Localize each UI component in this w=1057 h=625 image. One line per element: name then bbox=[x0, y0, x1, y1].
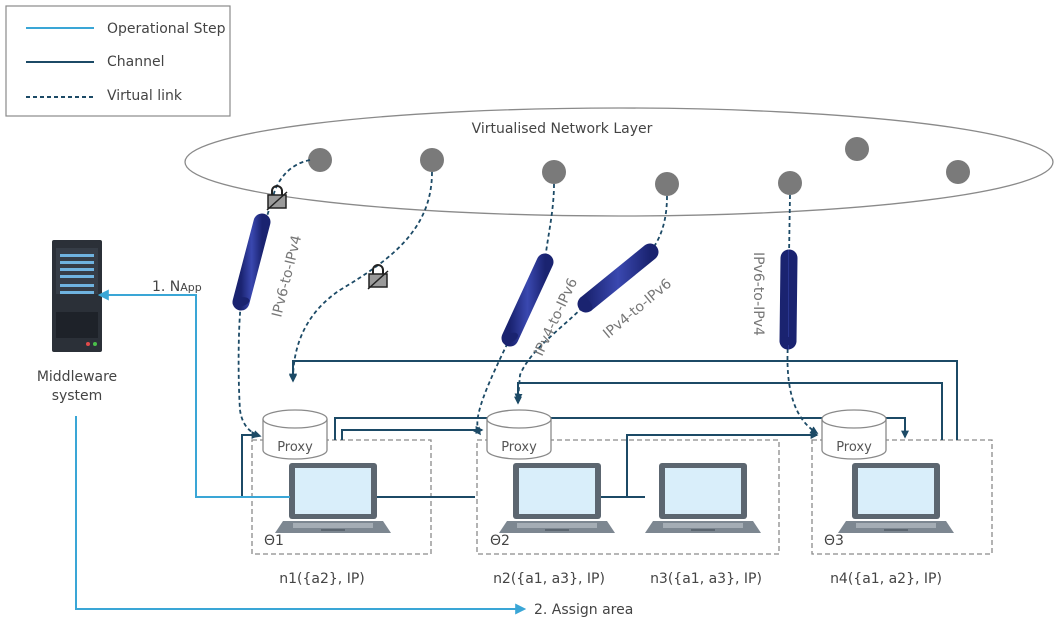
laptop-icon-n4 bbox=[838, 463, 954, 533]
node-label-n4: n4({a1, a2}, IP) bbox=[830, 571, 942, 587]
tunnel-end-cap bbox=[779, 337, 797, 345]
operational-steps: 1. NApp 2. Assign area bbox=[75, 279, 633, 618]
tunnel-tube bbox=[577, 243, 659, 313]
virtual-node bbox=[946, 160, 970, 184]
node-label-n3: n3({a1, a3}, IP) bbox=[650, 571, 762, 587]
virtual-link-2 bbox=[289, 171, 433, 382]
node-label-n1: n1({a2}, IP) bbox=[279, 571, 364, 587]
virtual-node bbox=[542, 160, 566, 184]
virtual-node bbox=[655, 172, 679, 196]
area-box-theta3 bbox=[811, 439, 993, 555]
laptop-icon-n1 bbox=[275, 463, 391, 533]
legend-channel-label: Channel bbox=[107, 54, 164, 70]
proxy-1: Proxy bbox=[262, 409, 328, 460]
proxy-3: Proxy bbox=[821, 409, 887, 460]
tunnel-label: IPv6-to-IPv4 bbox=[750, 252, 766, 336]
legend: Operational Step Channel Virtual link bbox=[5, 5, 231, 117]
step1-arrow bbox=[97, 289, 290, 498]
proxy-2: Proxy bbox=[486, 409, 552, 460]
tunnel-tube bbox=[232, 213, 271, 311]
area-label-theta1: Θ1 bbox=[264, 533, 284, 549]
proxy-label: Proxy bbox=[836, 440, 872, 455]
virtual-node bbox=[308, 148, 332, 172]
network-layer-title: Virtualised Network Layer bbox=[472, 121, 653, 137]
tunnel-tube bbox=[501, 253, 554, 347]
area-label-theta2: Θ2 bbox=[490, 533, 510, 549]
tunnel-label: IPv6-to-IPv4 bbox=[269, 234, 305, 319]
server-icon bbox=[52, 240, 102, 352]
legend-virtual-link-label: Virtual link bbox=[107, 88, 183, 104]
tunnel-ipv6-to-ipv4-right: IPv6-to-IPv4 bbox=[750, 249, 798, 350]
virtualised-network-layer: Virtualised Network Layer bbox=[184, 107, 1054, 217]
middleware-label-line1: Middleware bbox=[37, 369, 117, 385]
area-label-theta3: Θ3 bbox=[824, 533, 844, 549]
step1-label: 1. NApp bbox=[152, 279, 202, 295]
tunnel-ipv4-to-ipv6-middle: IPv4-to-IPv6 bbox=[501, 253, 581, 359]
channel-proxy1-to-proxy2 bbox=[341, 426, 484, 440]
step1-label-prefix: 1. N bbox=[152, 279, 180, 295]
tunnel-end-cap bbox=[502, 332, 518, 344]
lock-icon bbox=[367, 264, 389, 290]
network-layer-ellipse bbox=[184, 107, 1054, 217]
tunnel-ipv4-to-ipv6-right: IPv4-to-IPv6 bbox=[577, 243, 675, 342]
step1-label-subscript: App bbox=[180, 281, 202, 294]
middleware-label-line2: system bbox=[52, 388, 103, 404]
virtual-node bbox=[420, 148, 444, 172]
node-label-n2: n2({a1, a3}, IP) bbox=[493, 571, 605, 587]
tunnel-ipv6-to-ipv4-left: IPv6-to-IPv4 bbox=[232, 213, 305, 319]
virtual-node bbox=[778, 171, 802, 195]
laptop-icon-n2 bbox=[499, 463, 615, 533]
proxy-label: Proxy bbox=[501, 440, 537, 455]
proxy-label: Proxy bbox=[277, 440, 313, 455]
channel-theta3-to-proxy2 bbox=[514, 382, 943, 440]
channel-n3-to-proxy3 bbox=[626, 431, 819, 497]
laptop-icon-n3 bbox=[645, 463, 761, 533]
tunnel-end-cap bbox=[232, 297, 250, 307]
virtual-link-1 bbox=[237, 159, 311, 438]
virtual-node bbox=[845, 137, 869, 161]
lock-icon bbox=[266, 185, 288, 211]
tunnel-end-cap bbox=[579, 296, 593, 312]
step2-label: 2. Assign area bbox=[534, 602, 633, 618]
channel-n1-to-proxy1 bbox=[241, 431, 260, 497]
channel-proxy1-to-n4 bbox=[334, 417, 909, 440]
legend-operational-label: Operational Step bbox=[107, 21, 226, 37]
tunnel-tube bbox=[779, 249, 798, 350]
step2-arrow bbox=[75, 416, 527, 615]
